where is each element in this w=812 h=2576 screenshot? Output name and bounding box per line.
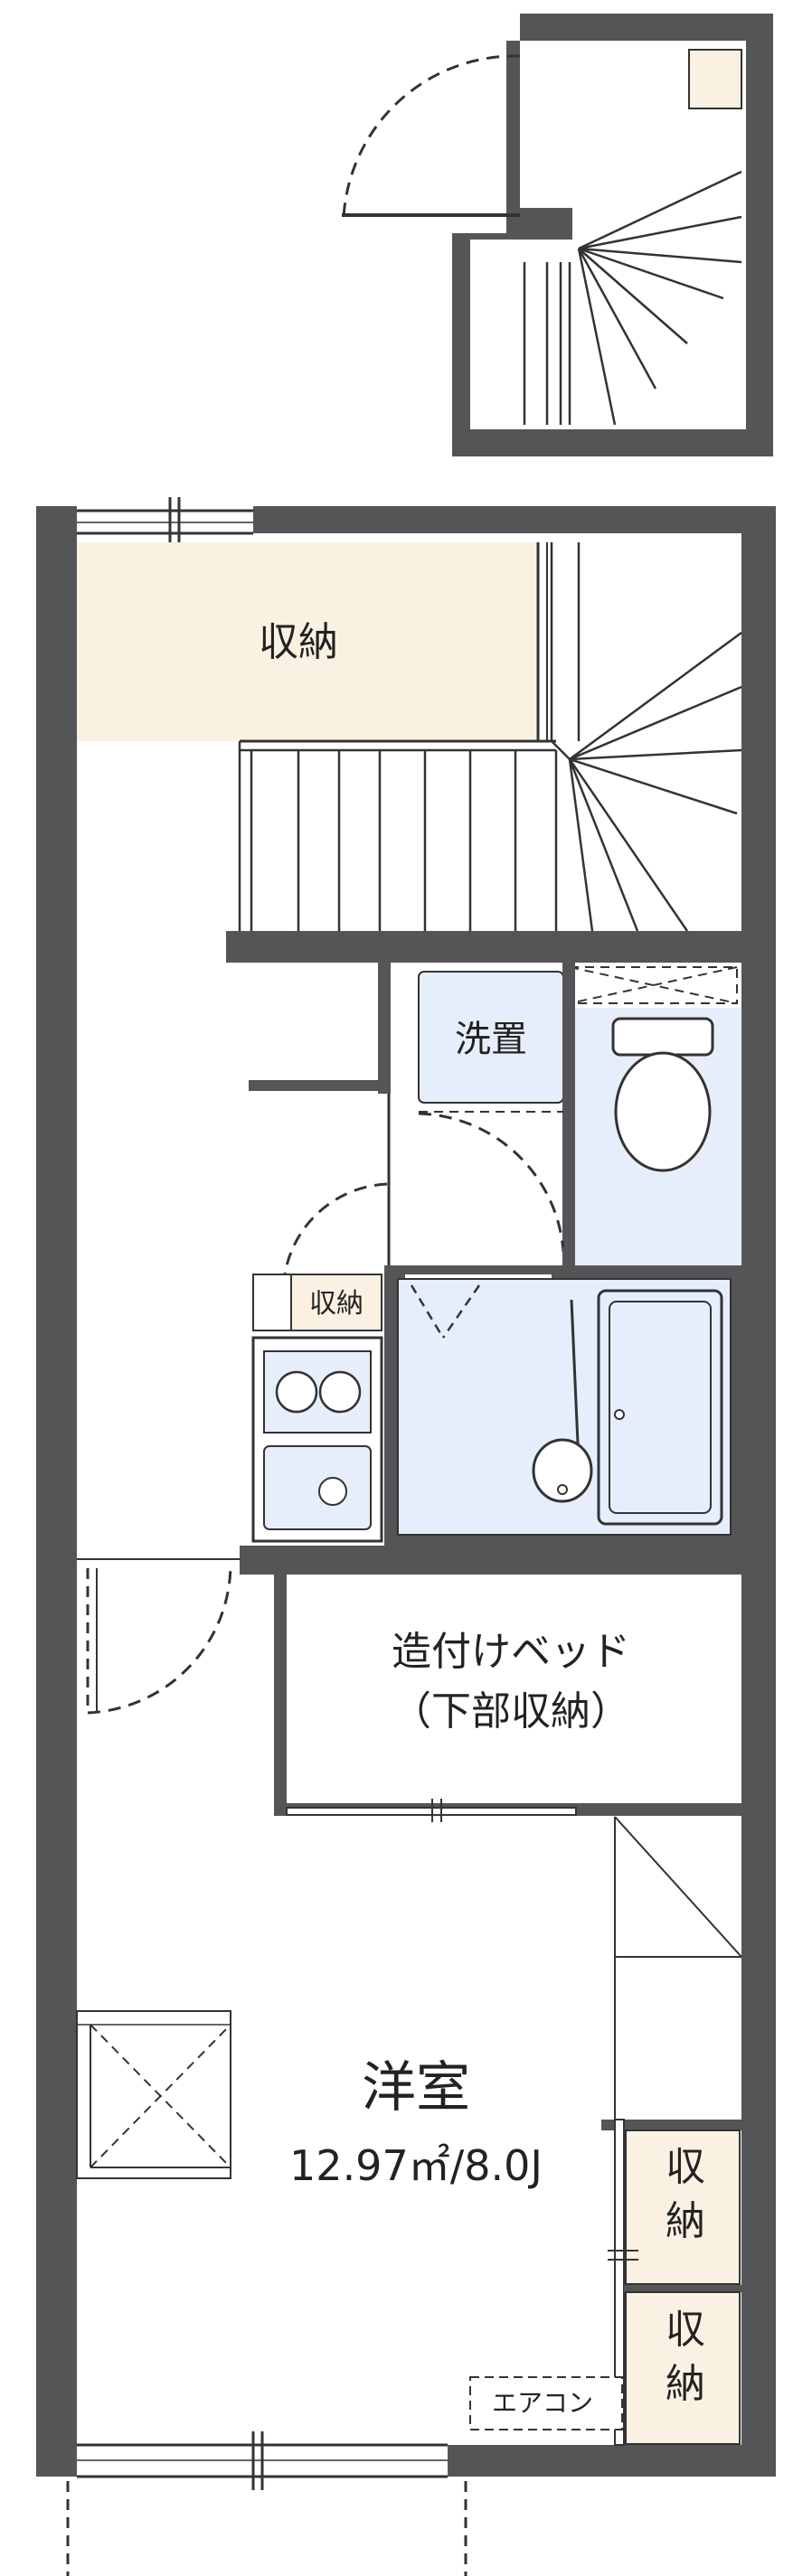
builtin-bed-label-2: （下部収納）	[392, 1688, 630, 1735]
wall-top	[253, 506, 776, 533]
main-level: 収納	[36, 497, 776, 2576]
partition-stub	[249, 1080, 389, 1091]
closet-1	[625, 2129, 741, 2285]
loft-stairs	[523, 170, 742, 426]
burner-left-icon	[275, 1370, 318, 1414]
loft-level	[342, 14, 773, 456]
closet-2-label-b: 納	[666, 2361, 705, 2407]
top-window	[77, 497, 253, 551]
toilet-wall	[562, 963, 575, 1270]
aircon	[469, 2376, 623, 2430]
toilet-door-swing	[418, 1112, 565, 1253]
loft-small-storage	[688, 49, 742, 109]
room-name: 洋室	[362, 2056, 470, 2120]
sink-drain-icon	[318, 1477, 347, 1506]
storage-top-label: 収納	[259, 619, 338, 665]
partition-wall-1	[378, 963, 391, 1094]
room-door-swing	[87, 1563, 232, 1715]
kitchen-counter	[251, 1336, 383, 1543]
closet-2-label-a: 収	[666, 2307, 705, 2353]
wall-left	[36, 506, 77, 2477]
burner-right-icon	[318, 1370, 362, 1414]
washbasin-icon	[532, 1438, 593, 1503]
wall-bottom	[448, 2445, 776, 2477]
closet-2	[625, 2291, 741, 2445]
wall-under-stairs	[226, 931, 741, 963]
loft-walls	[452, 14, 773, 456]
wall-bed-top	[240, 1546, 741, 1575]
room-box	[76, 2010, 231, 2179]
builtin-bed-label-1: 造付けベッド	[392, 1629, 630, 1675]
bottom-window	[77, 2431, 448, 2490]
corner-steps	[614, 1816, 742, 2124]
loft-door-swing	[342, 54, 521, 218]
washer-space-label: 洗置	[455, 1019, 527, 1060]
wall-right	[741, 506, 776, 2477]
bath-door	[410, 1284, 481, 1339]
room-area: 12.97㎡/8.0J	[289, 2141, 543, 2190]
storage-kitchen-label: 収納	[309, 1288, 364, 1320]
sink	[263, 1445, 372, 1530]
stairs	[238, 542, 742, 932]
aircon-label: エアコン	[492, 2388, 593, 2418]
toilet-icon	[611, 1017, 714, 1172]
storage-top	[77, 542, 538, 741]
closet-1-label-b: 納	[666, 2198, 705, 2244]
bath-drain-icon	[614, 1409, 625, 1420]
builtin-bed	[285, 1575, 741, 1805]
hall-door-swing	[283, 1182, 388, 1275]
bathtub	[597, 1289, 723, 1526]
closet-1-label-a: 収	[666, 2144, 705, 2190]
